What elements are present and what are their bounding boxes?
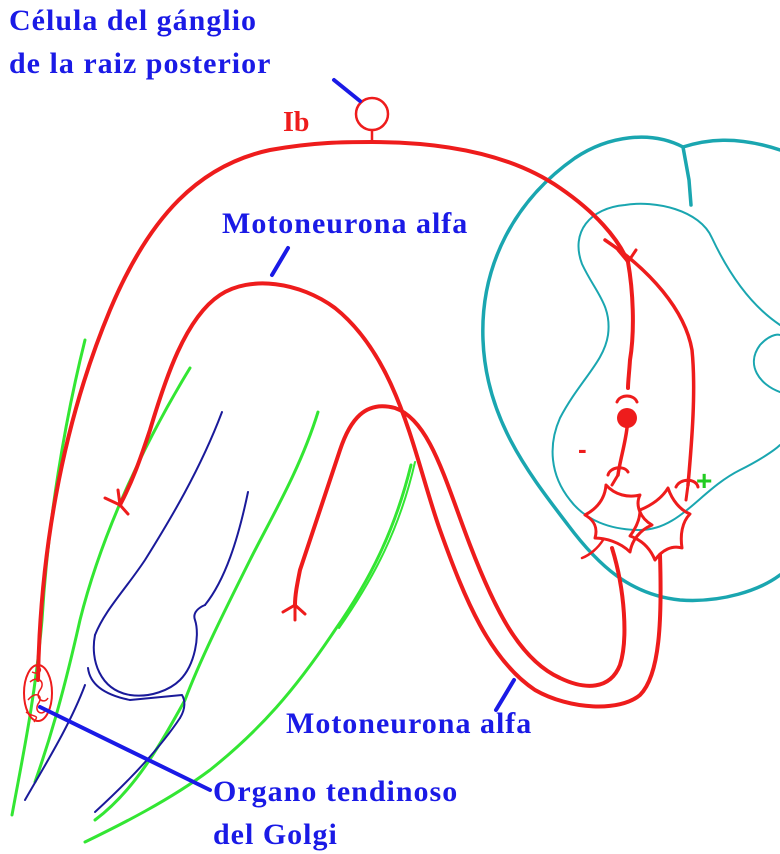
femoral-condyle (94, 605, 205, 696)
golgi-tendon-organ (24, 665, 52, 722)
leader-motoneuron-top (272, 248, 288, 275)
inhibitory-sign: - (578, 434, 587, 464)
ganglion-cell-label-line2: de la raiz posterior (9, 47, 271, 80)
leader-motoneuron-bottom (496, 680, 514, 710)
inhibitory-interneuron-soma (617, 408, 637, 428)
tibia-plateau (88, 668, 184, 718)
leader-lines (40, 80, 514, 790)
alpha-motoneuron-axon-inner (295, 406, 624, 686)
inhibitory-synapse-top (617, 396, 637, 402)
alpha-motoneuron-label-top: Motoneurona alfa (222, 207, 468, 240)
alpha-motoneuron-label-bottom: Motoneurona alfa (286, 707, 532, 740)
spinal-cord (483, 137, 780, 600)
golgi-tendon-label-line1: Organo tendinoso (213, 775, 458, 808)
tibia-line-1 (25, 685, 85, 800)
motoneuron-end-right (283, 605, 305, 620)
neurons (38, 98, 698, 706)
muscle-line-3 (95, 412, 318, 820)
labels: Célula del gánglio de la raiz posterior … (9, 4, 712, 851)
muscle-line-2 (35, 368, 190, 782)
leader-golgi (40, 707, 210, 790)
ib-collateral (605, 240, 694, 485)
ib-fiber-label: Ib (283, 107, 309, 138)
excitatory-sign: + (696, 465, 712, 496)
ganglion-cell-label-line1: Célula del gánglio (9, 4, 257, 37)
spinal-cord-outline (483, 137, 780, 600)
femur-line-1 (95, 412, 222, 635)
gray-matter-outline (553, 204, 780, 530)
femur-line-2 (205, 492, 248, 605)
posterior-septum (683, 147, 691, 205)
alpha-motoneuron-axon-outer (120, 283, 661, 706)
golgi-tendon-label-line2: del Golgi (213, 818, 338, 851)
leader-ganglion (334, 80, 360, 101)
